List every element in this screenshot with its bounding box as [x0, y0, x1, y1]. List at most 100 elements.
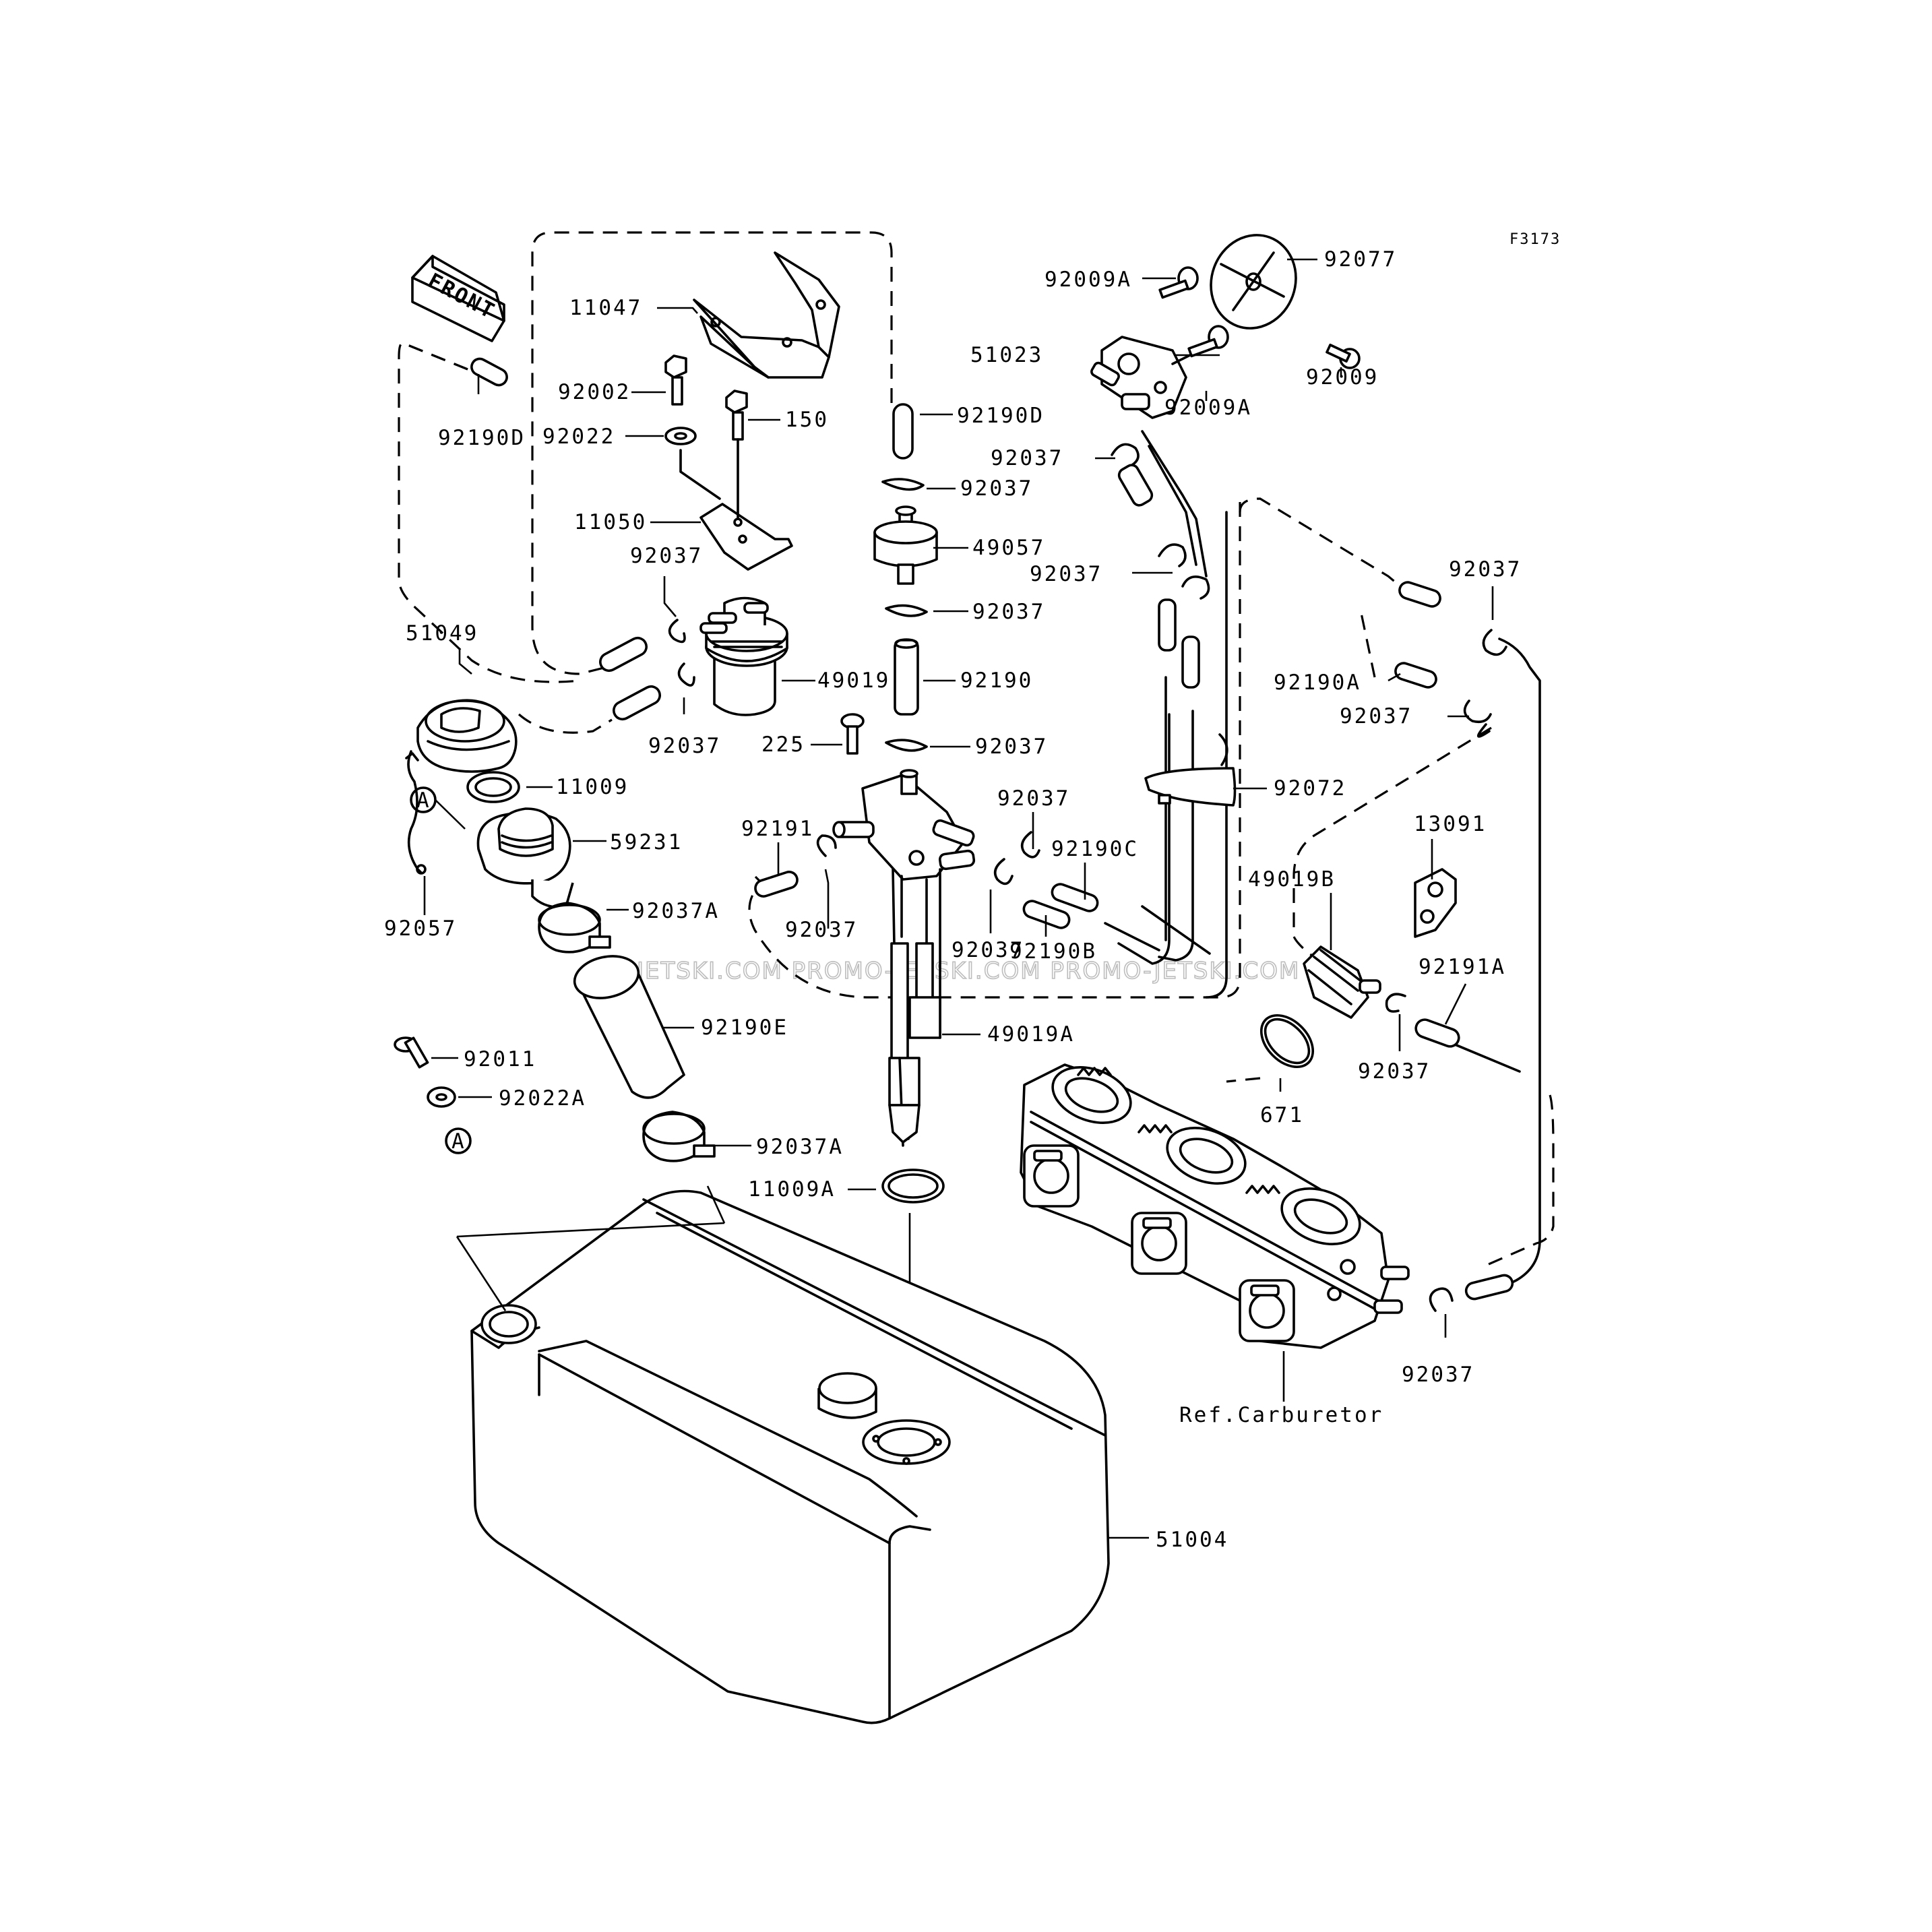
label-59231: 59231 [610, 830, 683, 854]
label-11050: 11050 [574, 510, 647, 534]
hose-92190E [573, 955, 685, 1099]
label-92191A: 92191A [1419, 955, 1506, 979]
label-92191: 92191 [741, 817, 814, 841]
carburetor-assembly [1020, 1063, 1410, 1349]
label-11009A: 11009A [748, 1177, 836, 1202]
washer-92022 [664, 427, 697, 445]
hose-92190C [1051, 883, 1099, 912]
front-arrow-sign: FRONT [411, 255, 505, 342]
diagram-code: F3173 [1509, 231, 1561, 248]
label-11009: 11009 [556, 775, 629, 799]
label-92022A: 92022A [499, 1086, 586, 1111]
hose-92191A [1414, 1018, 1460, 1048]
label-92037-h: 92037 [997, 786, 1070, 811]
label-92057: 92057 [384, 916, 457, 941]
bolt-92011 [394, 1036, 429, 1069]
clip-92037-o [1429, 1287, 1454, 1312]
callout-A-top: A [410, 786, 466, 830]
hose-routing-lines [398, 231, 1555, 1268]
hose-return-lower [1464, 1274, 1514, 1301]
label-92009: 92009 [1306, 365, 1379, 389]
label-92022: 92022 [542, 425, 615, 449]
bolt-92002 [664, 354, 687, 406]
label-51004: 51004 [1156, 1528, 1228, 1552]
label-92037-f: 92037 [785, 918, 858, 942]
clip-92037-j [1158, 543, 1187, 567]
label-92190E: 92190E [701, 1016, 788, 1040]
fuel-pickup-49019A [888, 942, 941, 1147]
screw-92009A-bottom [1187, 325, 1229, 358]
label-49019B: 49019B [1248, 867, 1336, 892]
tether-chain-92057 [405, 750, 427, 875]
label-51049: 51049 [406, 621, 478, 646]
label-92037A-upper: 92037A [632, 899, 720, 923]
band-92072 [1144, 767, 1237, 807]
clip-92037-b [677, 662, 695, 687]
inline-filter-49019B [1303, 945, 1381, 1019]
label-92037A-lower: 92037A [756, 1135, 844, 1159]
hose-92190D-left [470, 357, 508, 387]
fuel-valve-assembly [832, 769, 976, 1059]
label-150: 150 [785, 408, 829, 432]
hose-pump-outlet [1117, 464, 1154, 507]
holder-13091 [1414, 868, 1457, 938]
clip-92037-e [885, 739, 928, 752]
valve-49057 [873, 505, 938, 585]
hose-92190D-center [892, 403, 914, 460]
label-92037-g: 92037 [952, 938, 1024, 962]
hoses-vertical-pair [1158, 598, 1200, 689]
clip-92037-l [1482, 629, 1507, 656]
label-92037-c: 92037 [960, 476, 1033, 501]
callout-A-bottom: A [445, 1127, 472, 1154]
fuel-pump-51023 [1090, 336, 1208, 419]
label-ref-carburetor: Ref.Carburetor [1179, 1403, 1383, 1427]
label-92037-b: 92037 [648, 734, 721, 758]
bracket-11050 [699, 503, 793, 571]
label-92037-o: 92037 [1402, 1363, 1474, 1387]
clip-92037-k [1181, 575, 1210, 600]
diaphragm-92077 [1210, 234, 1297, 330]
fuel-filter-49019 [699, 596, 788, 716]
hose-92190 [894, 638, 919, 716]
clamp-92037A-lower [642, 1111, 716, 1162]
label-92037-l: 92037 [1449, 557, 1522, 582]
clip-92037-d [885, 604, 928, 617]
label-49057: 49057 [972, 536, 1045, 560]
label-49019A: 49019A [987, 1022, 1075, 1047]
screw-92009A-top [1158, 266, 1199, 299]
clamp-92037A-upper [538, 902, 611, 954]
label-92190D-center: 92190D [957, 404, 1045, 428]
gasket-11009A [881, 1168, 945, 1204]
clip-92037-n [1385, 993, 1406, 1013]
clip-92037-g [993, 858, 1014, 885]
label-92011: 92011 [464, 1047, 536, 1071]
label-49019: 49019 [817, 668, 890, 693]
washer-92022A [427, 1086, 456, 1108]
label-92037-m: 92037 [1340, 704, 1412, 728]
fuel-cap-51049 [416, 699, 518, 773]
clip-92037-i [1111, 443, 1140, 466]
screw-92009 [1326, 344, 1361, 369]
clip-92037-f [816, 834, 837, 857]
label-92009A-top: 92009A [1045, 268, 1132, 292]
label-92037-i: 92037 [991, 446, 1063, 470]
clip-92037-m [1463, 699, 1492, 724]
label-92037-e: 92037 [975, 735, 1048, 759]
oring-671 [1259, 1014, 1315, 1069]
label-92009A-bottom: 92009A [1164, 396, 1252, 420]
label-92190A: 92190A [1274, 671, 1361, 695]
hose-92190B [1022, 900, 1071, 929]
label-671: 671 [1260, 1103, 1304, 1127]
label-225: 225 [761, 733, 805, 757]
label-92037-a: 92037 [630, 544, 703, 568]
clip-92037-h [1020, 831, 1040, 859]
hoses-filter-left [599, 636, 661, 721]
part-labels: 11047 92002 92022 150 11050 92190D 92190… [384, 247, 1522, 1552]
screw-225 [840, 713, 865, 755]
label-92190C: 92190C [1051, 837, 1139, 861]
label-92190B: 92190B [1009, 939, 1097, 964]
clip-92037-a [668, 619, 686, 644]
label-13091: 13091 [1414, 812, 1487, 836]
clip-92037-c [881, 478, 925, 491]
